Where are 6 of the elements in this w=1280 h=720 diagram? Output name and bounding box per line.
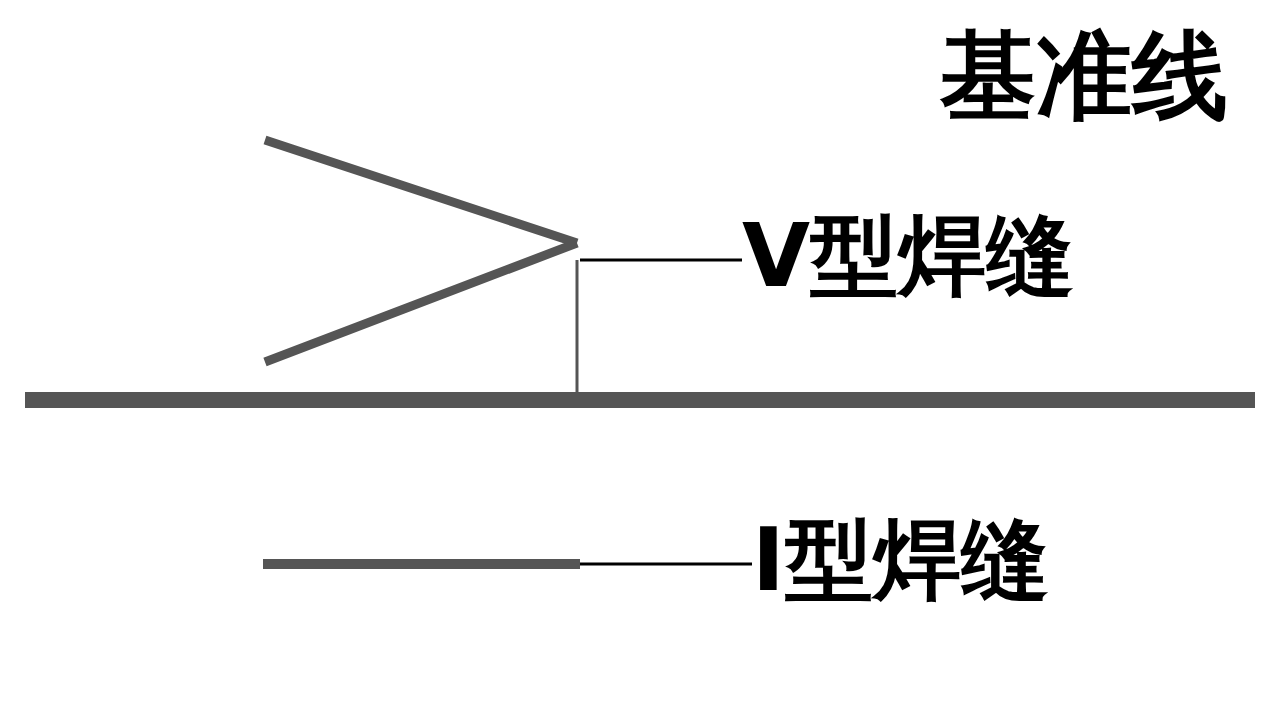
leader-line [580, 562, 752, 566]
weld-label: V型焊缝 [742, 212, 1075, 300]
leader-line [580, 258, 742, 262]
connector-line [575, 260, 579, 392]
reference-line-label: 基准线 [940, 28, 1228, 124]
weld-label: I型焊缝 [752, 516, 1049, 604]
